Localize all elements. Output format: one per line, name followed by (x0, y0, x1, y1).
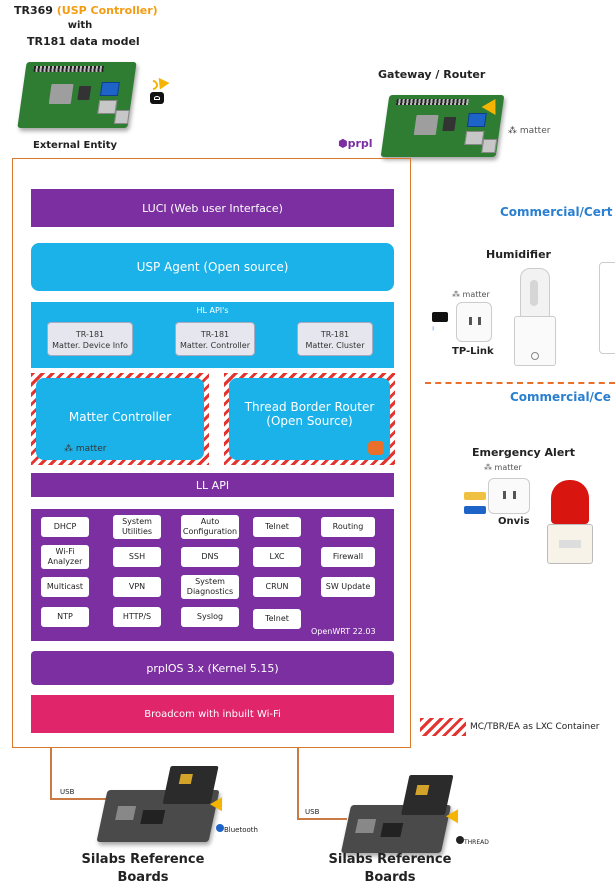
thread-border-router-container: Thread Border Router (Open Source) (224, 373, 395, 465)
humidifier-title: Humidifier (486, 248, 551, 261)
usp-controller-label: (USP Controller) (56, 4, 158, 17)
bluetooth-badge: Bluetooth (216, 824, 258, 834)
luci-bar: LUCI (Web user Interface) (31, 189, 394, 227)
openwrt-services-block: DHCP System Utilities Auto Configuration… (31, 509, 394, 641)
thread-icon (464, 492, 486, 500)
thread-icon (456, 836, 464, 844)
tplink-matter-badge: ⁂ matter (452, 290, 490, 299)
service-ntp: NTP (41, 607, 89, 627)
tr369-label: TR369 (14, 4, 57, 17)
legend-label: MC/TBR/EA as LXC Container (470, 722, 600, 732)
prpl-logo: ⬢prpl (338, 137, 373, 150)
matter-controller-badge: ⁂ matter (64, 444, 107, 454)
service-sw-update: SW Update (321, 577, 375, 597)
silabs-board-2 (340, 775, 454, 853)
openthread-logo-icon (368, 441, 384, 455)
emergency-beacon (545, 480, 595, 566)
service-ssh: SSH (113, 547, 161, 567)
usb-line-1-horizontal (50, 798, 110, 800)
silabs-board-1 (96, 766, 220, 842)
service-lxc: LXC (253, 547, 301, 567)
bluetooth-icon (216, 824, 224, 832)
service-dns: DNS (181, 547, 239, 567)
service-wifi-analyzer: Wi-Fi Analyzer (41, 545, 89, 569)
broadcom-bar: Broadcom with inbuilt Wi-Fi (31, 695, 394, 733)
commercial-heading-1: Commercial/Cert (500, 205, 613, 219)
service-crun: CRUN (253, 577, 301, 597)
gateway-software-stack: LUCI (Web user Interface) USP Agent (Ope… (12, 158, 411, 748)
wifi-icon (145, 77, 168, 106)
wifi-icon (432, 312, 448, 322)
raspberry-pi-external (17, 62, 137, 128)
onvis-smart-plug (488, 478, 530, 514)
matter-controller-label: Matter Controller (68, 410, 172, 424)
hl-api-title: HL API's (196, 306, 229, 315)
usb-line-2 (297, 748, 299, 820)
bluetooth-icon (464, 506, 486, 514)
tplink-smart-plug (456, 302, 492, 342)
service-firewall: Firewall (321, 547, 375, 567)
prpl-icon: ⬢ (338, 137, 348, 150)
thread-badge: THREAD (456, 836, 489, 846)
matter-icon: ⁂ (508, 126, 517, 136)
service-routing: Routing (321, 517, 375, 537)
section-separator (425, 382, 615, 384)
commercial-heading-2: Commercial/Ce (510, 390, 611, 404)
emergency-alert-title: Emergency Alert (472, 446, 575, 459)
service-telnet-2: Telnet (253, 609, 301, 629)
service-https: HTTP/S (113, 607, 161, 627)
thread-border-router-box: Thread Border Router (Open Source) (229, 378, 390, 460)
usb-label-2: USB (305, 808, 320, 816)
matter-controller-box: Matter Controller ⁂ matter (36, 378, 204, 460)
service-dhcp: DHCP (41, 517, 89, 537)
prplos-bar: prplOS 3.x (Kernel 5.15) (31, 651, 394, 685)
service-telnet: Telnet (253, 517, 301, 537)
onvis-label: Onvis (498, 516, 530, 527)
matter-icon: ⁂ (452, 290, 460, 299)
tplink-label: TP-Link (452, 346, 494, 357)
usp-agent-bar: USP Agent (Open source) (31, 243, 394, 291)
thread-border-router-label: Thread Border Router (Open Source) (244, 400, 375, 428)
humidifier-device (512, 268, 558, 368)
bluetooth-icon: ᛒ (432, 326, 436, 332)
matter-icon: ⁂ (64, 444, 73, 454)
service-system-utilities: System Utilities (113, 515, 161, 539)
usb-label-1: USB (60, 788, 75, 796)
gateway-title: Gateway / Router (378, 68, 486, 81)
device-partial-right (599, 262, 615, 354)
openwrt-version-label: OpenWRT 22.03 (311, 627, 376, 636)
service-auto-configuration: Auto Configuration (181, 515, 239, 539)
service-vpn: VPN (113, 577, 161, 597)
external-title-line3: TR181 data model (27, 35, 140, 48)
legend-hatch-swatch (420, 718, 466, 736)
ll-api-bar: LL API (31, 473, 394, 497)
emergency-matter-badge: ⁂ matter (484, 463, 522, 472)
usb-line-1 (50, 748, 52, 800)
gateway-matter-badge: ⁂ matter (508, 126, 551, 136)
usb-line-2-horizontal (297, 818, 347, 820)
matter-icon: ⁂ (484, 463, 492, 472)
external-entity-caption: External Entity (33, 140, 118, 151)
service-system-diagnostics: System Diagnostics (181, 575, 239, 599)
matter-controller-container: Matter Controller ⁂ matter (31, 373, 209, 465)
service-multicast: Multicast (41, 577, 89, 597)
external-title-line2: with (67, 20, 93, 31)
service-syslog: Syslog (181, 607, 239, 627)
external-title-line1: TR369 (USP Controller) (14, 4, 158, 17)
